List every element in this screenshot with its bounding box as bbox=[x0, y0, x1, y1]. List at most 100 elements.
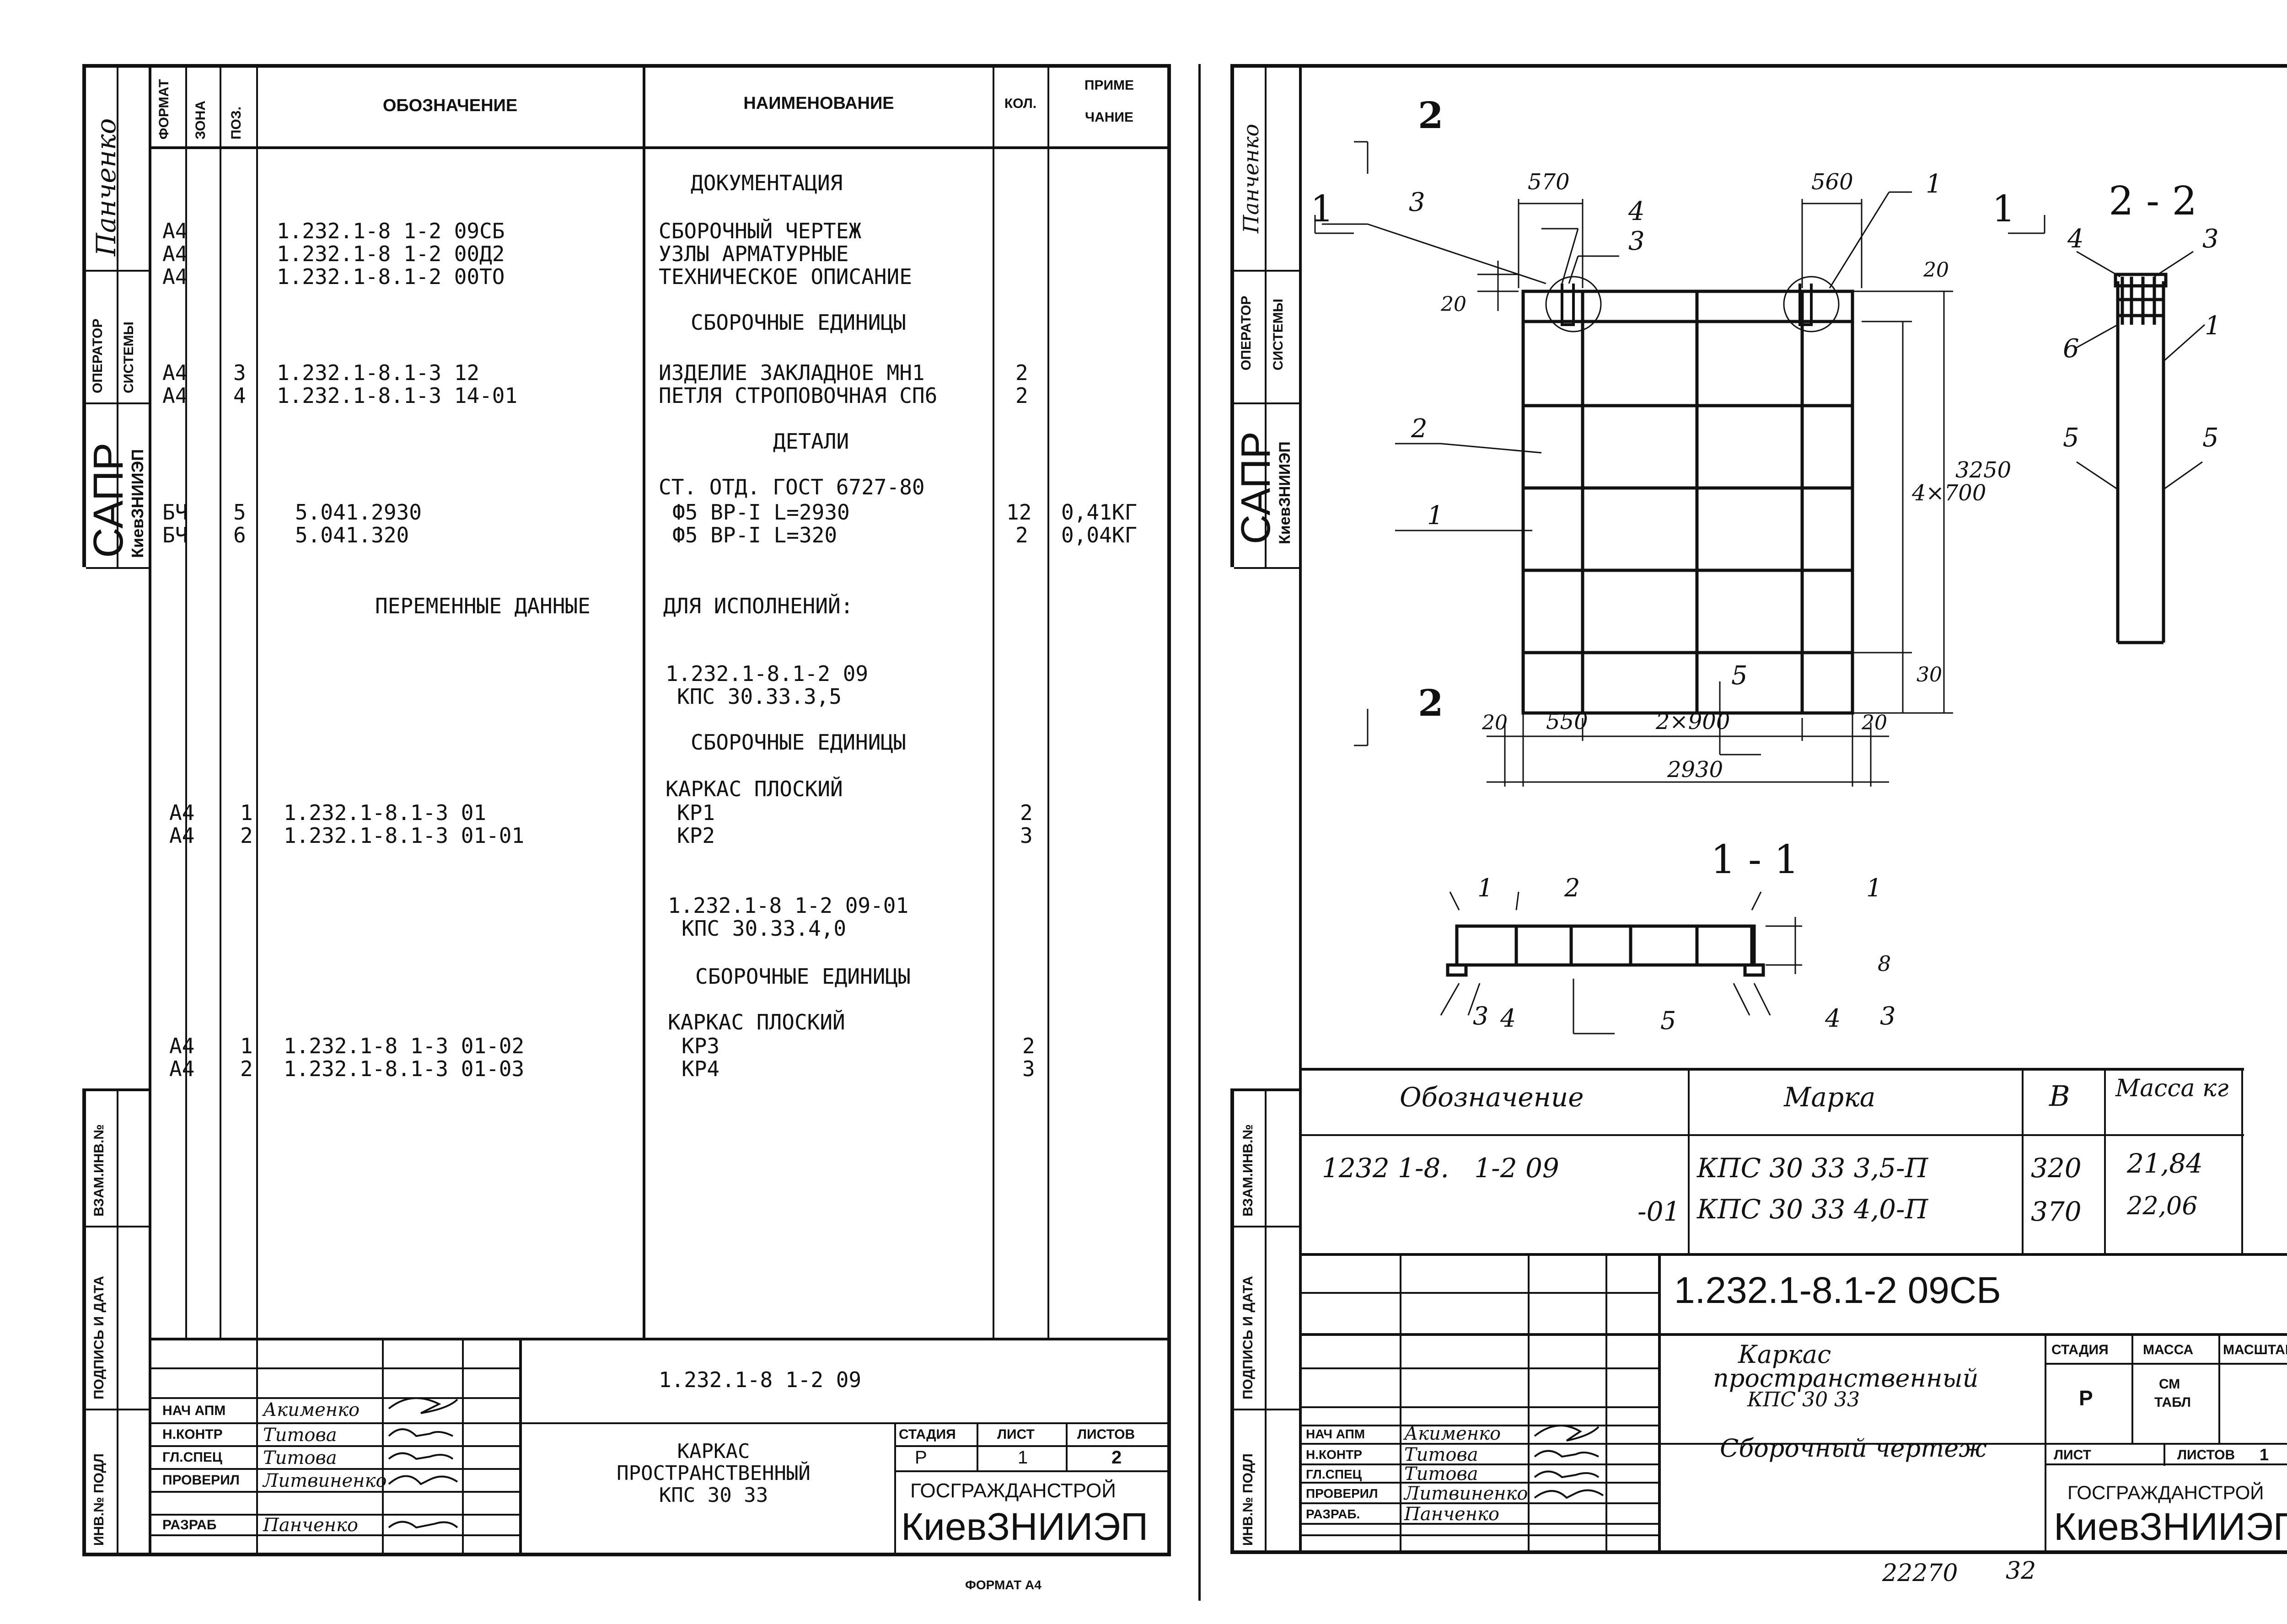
row-name: ДЛЯ ИСПОЛНЕНИЙ: bbox=[663, 594, 854, 618]
row-qty: 12 bbox=[1006, 500, 1032, 525]
callout-1-s11-left: 1 bbox=[1477, 874, 1493, 902]
left-sheets: 2 bbox=[1111, 1447, 1122, 1468]
row-name: КПС 30.33.3,5 bbox=[677, 684, 842, 709]
callout-1-s11-right: 1 bbox=[1866, 874, 1882, 902]
callout-3-s22: 3 bbox=[2202, 224, 2219, 254]
row-designation: 1.232.1-8.1-3 14-01 bbox=[277, 383, 518, 408]
variant-b: 370 bbox=[2031, 1196, 2082, 1227]
callout-2-s11: 2 bbox=[1564, 874, 1580, 902]
dim-20-bottom-left: 20 bbox=[1482, 711, 1508, 734]
row-name: 1.232.1-8 1-2 09-01 bbox=[668, 893, 909, 918]
role-name: Титова bbox=[263, 1425, 337, 1446]
header-prime-1: ПРИМЕ bbox=[1084, 78, 1134, 93]
variant-mass: 22,06 bbox=[2127, 1191, 2198, 1220]
row-name: КПС 30.33.4,0 bbox=[682, 916, 847, 941]
dim-20-left: 20 bbox=[1441, 293, 1466, 316]
row-designation: 1.232.1-8 1-2 00Д2 bbox=[277, 241, 505, 266]
role-label: ПРОВЕРИЛ bbox=[162, 1473, 240, 1488]
row-poz: 4 bbox=[233, 383, 246, 408]
row-qty: 2 bbox=[1020, 800, 1033, 825]
section-mark-2-bottom: 2 bbox=[1418, 681, 1444, 724]
variant-designation: 1232 1-8. 1-2 09 bbox=[1322, 1152, 1559, 1184]
right-stage: Р bbox=[2079, 1386, 2093, 1410]
dim-560: 560 bbox=[1811, 169, 1853, 195]
row-note: 0,41КГ bbox=[1061, 500, 1138, 525]
dim-2930: 2930 bbox=[1667, 757, 1723, 783]
row-format: А4 bbox=[169, 1034, 195, 1058]
row-designation: 1.232.1-8.1-3 01-01 bbox=[284, 823, 525, 848]
header-zona: ЗОНА bbox=[193, 100, 208, 139]
table-row: КАРКАС ПЛОСКИЙ bbox=[668, 1011, 845, 1034]
row-format: А4 bbox=[162, 219, 188, 243]
table-row: КАРКАС ПЛОСКИЙ bbox=[666, 777, 843, 800]
margin-vzam-inv-label: ВЗАМ.ИНВ.№ bbox=[1240, 1124, 1256, 1217]
bottom-number-a: 22270 bbox=[1882, 1560, 1958, 1587]
table-row: СТ. ОТД. ГОСТ 6727-80 bbox=[659, 476, 925, 498]
role-name: Литвиненко bbox=[1404, 1483, 1528, 1504]
margin-org-label: КиевЗНИИЭП bbox=[1276, 441, 1294, 544]
header-format: ФОРМАТ bbox=[156, 79, 172, 139]
table-row: КПС 30.33.4,0 bbox=[682, 917, 846, 940]
section-mark-2-top: 2 bbox=[1418, 94, 1444, 137]
margin-signature-name: Панченко bbox=[91, 118, 122, 256]
row-designation: 1.232.1-8.1-3 12 bbox=[277, 360, 480, 385]
right-title-name-1: Каркас bbox=[1738, 1340, 1831, 1369]
row-name: ДОКУМЕНТАЦИЯ bbox=[691, 171, 843, 195]
variant-mark: КПС 30 33 3,5-П bbox=[1697, 1152, 1928, 1184]
row-format: А4 bbox=[162, 383, 188, 408]
row-name: КР4 bbox=[682, 1056, 720, 1081]
row-name: КР3 bbox=[682, 1034, 720, 1058]
table-row: СБОРОЧНЫЕ ЕДИНИЦЫ bbox=[691, 311, 906, 334]
row-format: А4 bbox=[169, 1056, 195, 1081]
row-designation: 1.232.1-8 1-3 01-02 bbox=[284, 1034, 525, 1058]
dim-2x900: 2×900 bbox=[1656, 709, 1730, 734]
row-name: СБОРОЧНЫЙ ЧЕРТЕЖ bbox=[659, 219, 862, 243]
role-label: ПРОВЕРИЛ bbox=[1306, 1486, 1378, 1501]
dim-550: 550 bbox=[1546, 709, 1588, 734]
dim-4x700: 4×700 bbox=[1912, 480, 1986, 506]
callout-5-s22-left: 5 bbox=[2063, 423, 2079, 453]
dim-570: 570 bbox=[1528, 169, 1570, 195]
left-sheet-label: ЛИСТ bbox=[997, 1427, 1035, 1442]
row-name: КР2 bbox=[677, 823, 715, 848]
row-format: БЧ bbox=[162, 523, 188, 547]
variant-mass: 21,84 bbox=[2127, 1148, 2203, 1179]
row-qty: 2 bbox=[1022, 1034, 1035, 1058]
row-name: КР1 bbox=[677, 800, 715, 825]
callout-6-s22: 6 bbox=[2063, 334, 2079, 364]
row-qty: 3 bbox=[1022, 1056, 1035, 1081]
section-11-label: 1 - 1 bbox=[1711, 837, 1799, 883]
row-format: БЧ bbox=[162, 500, 188, 525]
role-label: ГЛ.СПЕЦ bbox=[1306, 1467, 1362, 1481]
margin-system-label: СИСТЕМЫ bbox=[121, 322, 136, 393]
variants-header-mark: Марка bbox=[1784, 1082, 1876, 1113]
left-sheet: 1 bbox=[1018, 1447, 1028, 1468]
right-title-name-2: пространственный bbox=[1713, 1364, 1979, 1393]
dim-20-bottom-right: 20 bbox=[1862, 711, 1887, 734]
left-title-name: КАРКАС ПРОСТРАНСТВЕННЫЙ КПС 30 33 bbox=[617, 1440, 811, 1507]
row-name: УЗЛЫ АРМАТУРНЫЕ bbox=[659, 241, 849, 266]
dim-3250: 3250 bbox=[1955, 457, 2012, 483]
table-row: ДЕТАЛИ bbox=[773, 430, 849, 453]
callout-4-s11-right: 4 bbox=[1825, 1004, 1841, 1033]
row-name: КАРКАС ПЛОСКИЙ bbox=[668, 1010, 845, 1034]
margin-org-label: КиевЗНИИЭП bbox=[128, 449, 147, 558]
row-poz: 2 bbox=[240, 1056, 253, 1081]
margin-signature-name: Панченко bbox=[1239, 123, 1263, 233]
bottom-number-b: 32 bbox=[2006, 1557, 2036, 1585]
role-name: Панченко bbox=[1404, 1504, 1499, 1525]
row-qty: 2 bbox=[1015, 360, 1028, 385]
row-name: СБОРОЧНЫЕ ЕДИНИЦЫ bbox=[695, 964, 911, 989]
right-org: КиевЗНИИЭП bbox=[2054, 1505, 2287, 1548]
format-note: ФОРМАТ А4 bbox=[965, 1578, 1041, 1592]
callout-4-plan: 4 bbox=[1628, 197, 1645, 226]
section-mark-1-right: 1 bbox=[1992, 188, 2015, 230]
margin-inv-podl-label: ИНВ.№ ПОДЛ bbox=[1240, 1453, 1256, 1546]
row-format: А4 bbox=[162, 360, 188, 385]
role-label: Н.КОНТР bbox=[162, 1427, 223, 1442]
role-label: РАЗРАБ. bbox=[1306, 1507, 1360, 1521]
row-name: ТЕХНИЧЕСКОЕ ОПИСАНИЕ bbox=[659, 264, 912, 289]
role-name: Титова bbox=[263, 1447, 337, 1469]
role-label: НАЧ АПМ bbox=[162, 1403, 226, 1418]
row-name: 1.232.1-8.1-2 09 bbox=[666, 661, 869, 686]
